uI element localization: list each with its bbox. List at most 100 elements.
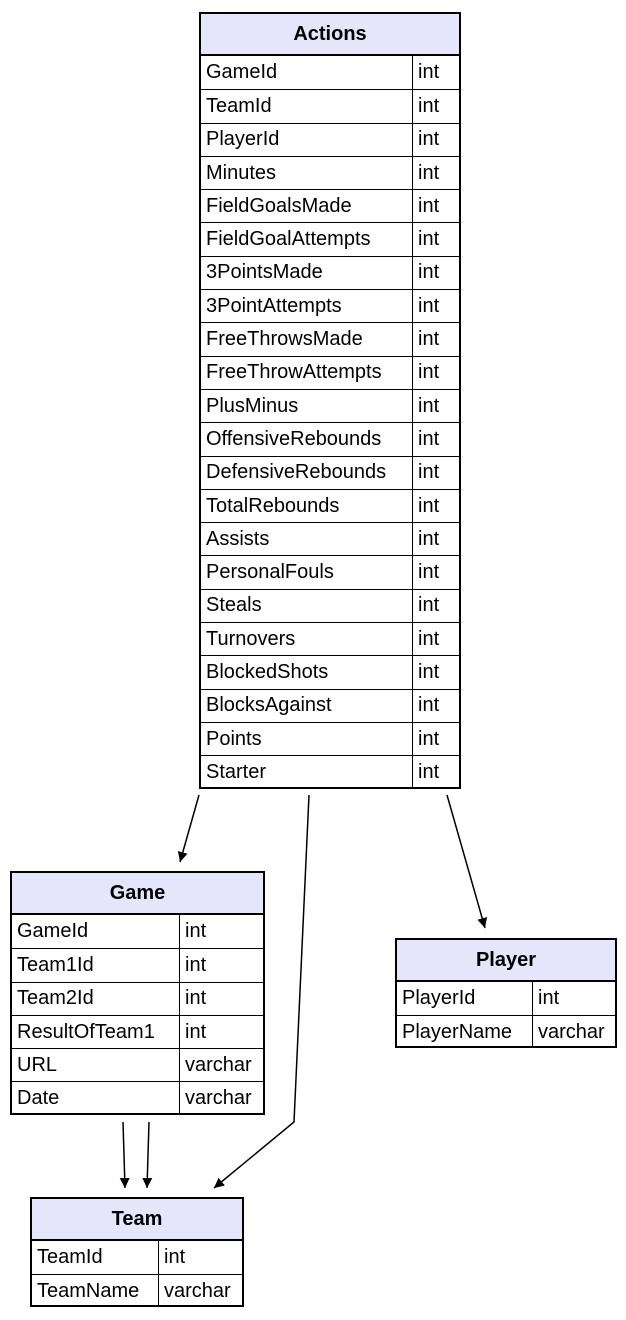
edge-actions-to-player: [446, 794, 488, 929]
field-name: Turnovers: [201, 623, 413, 656]
entity-team-title: Team: [32, 1199, 242, 1241]
field-name: PlayerId: [201, 123, 413, 156]
field-type: int: [418, 194, 440, 217]
field-type: varchar: [538, 1020, 605, 1043]
field-type: int: [418, 627, 440, 650]
field-type: int: [418, 328, 440, 351]
field-name: FieldGoalAttempts: [201, 223, 413, 256]
field-name: Minutes: [201, 156, 413, 190]
field-type: int: [418, 561, 440, 584]
field-name: BlocksAgainst: [201, 689, 413, 722]
field-name: URL: [12, 1049, 180, 1082]
field-name: 3PointAttempts: [201, 290, 413, 323]
field-type: int: [185, 920, 207, 943]
field-type: varchar: [185, 1053, 252, 1076]
field-type: int: [418, 461, 440, 484]
field-name: Steals: [201, 589, 413, 623]
field-name: TeamId: [201, 90, 413, 123]
field-name: Date: [12, 1082, 180, 1115]
field-name: Starter: [201, 756, 413, 789]
field-name: TeamId: [32, 1241, 159, 1274]
entity-actions-title: Actions: [201, 14, 459, 56]
field-name: FieldGoalsMade: [201, 190, 413, 223]
field-type: int: [418, 361, 440, 384]
field-name: PersonalFouls: [201, 556, 413, 589]
field-name: PlayerName: [397, 1016, 533, 1048]
entity-player-title: Player: [397, 940, 615, 982]
field-type: int: [418, 427, 440, 450]
field-type: int: [538, 987, 560, 1009]
field-name: FreeThrowAttempts: [201, 356, 413, 389]
field-type: int: [418, 694, 440, 717]
field-name: Team1Id: [12, 949, 180, 982]
field-type: int: [418, 128, 440, 151]
edge-game-to-team-2: [142, 1121, 153, 1189]
field-name: ResultOfTeam1: [12, 1015, 180, 1049]
field-type: int: [418, 727, 440, 750]
field-name: Assists: [201, 523, 413, 556]
field-type: int: [418, 494, 440, 517]
field-name: DefensiveRebounds: [201, 456, 413, 489]
field-type: int: [418, 228, 440, 251]
edge-actions-to-team: [213, 794, 310, 1189]
field-type: int: [418, 294, 440, 317]
field-type: int: [418, 261, 440, 284]
field-type: varchar: [164, 1279, 231, 1302]
field-type: varchar: [185, 1087, 252, 1110]
field-name: PlayerId: [397, 982, 533, 1015]
field-type: int: [185, 953, 207, 976]
field-type: int: [185, 1020, 207, 1043]
field-type: int: [418, 527, 440, 550]
field-type: int: [418, 94, 440, 117]
field-name: 3PointsMade: [201, 256, 413, 290]
field-name: TotalRebounds: [201, 489, 413, 523]
field-name: BlockedShots: [201, 656, 413, 689]
edge-game-to-team-1: [119, 1121, 130, 1189]
field-name: TeamName: [32, 1275, 159, 1307]
field-type: int: [418, 594, 440, 617]
field-name: GameId: [12, 915, 180, 949]
edge-actions-to-game: [177, 794, 200, 863]
field-name: OffensiveRebounds: [201, 423, 413, 456]
entity-game-title: Game: [12, 873, 263, 915]
field-name: Points: [201, 722, 413, 756]
field-type: int: [418, 660, 440, 683]
field-name: FreeThrowsMade: [201, 323, 413, 356]
field-type: int: [418, 394, 440, 417]
